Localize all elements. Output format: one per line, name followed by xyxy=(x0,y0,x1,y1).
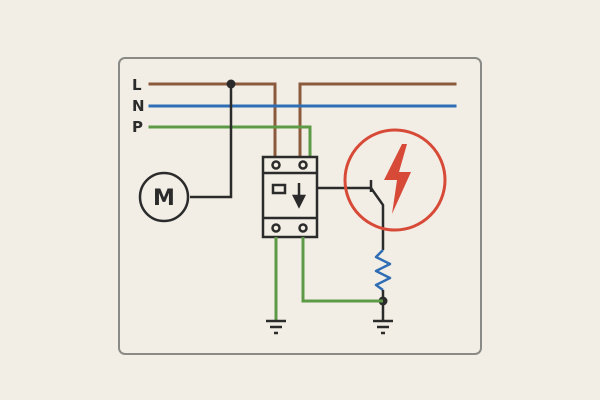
line-l-wire xyxy=(148,82,457,159)
breaker-output-wires xyxy=(274,237,383,320)
diagram-frame xyxy=(118,57,482,355)
line-label-n: N xyxy=(132,97,145,115)
breaker-to-switch-wire xyxy=(317,180,385,250)
motor-label: M xyxy=(153,186,175,211)
ground-icon xyxy=(266,319,286,335)
lightning-hazard-icon xyxy=(343,128,447,232)
ground-icon xyxy=(373,319,393,335)
motor-feed-wire xyxy=(190,84,233,199)
junction-node-l xyxy=(226,79,236,89)
line-label-p: P xyxy=(132,118,143,136)
resistor-icon xyxy=(374,249,392,292)
circuit-breaker-icon xyxy=(261,155,319,239)
line-label-l: L xyxy=(132,76,142,94)
line-p-wire xyxy=(148,125,312,159)
motor-icon: M xyxy=(138,171,190,223)
